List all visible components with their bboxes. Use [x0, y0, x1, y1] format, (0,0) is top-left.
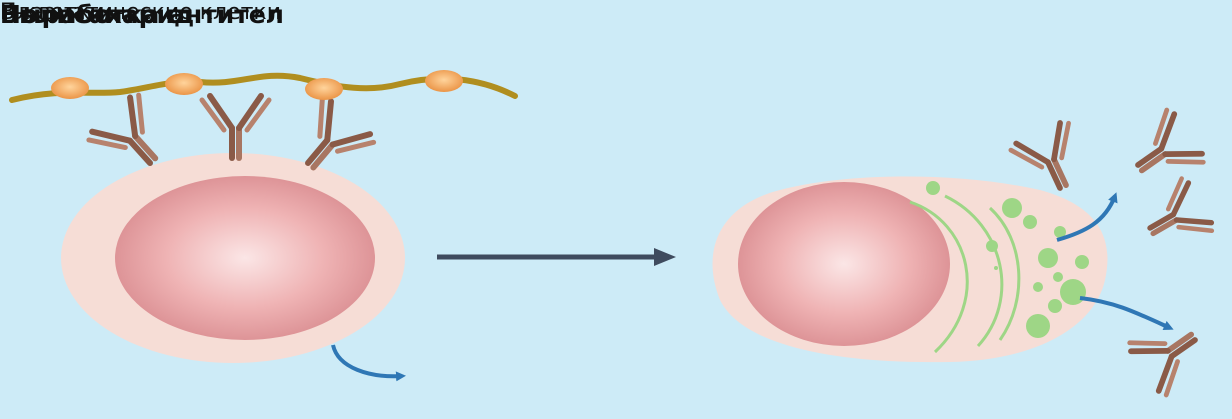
antigen-bead [305, 78, 343, 100]
granule [926, 181, 940, 195]
antigen-bead [51, 77, 89, 99]
secretion-arrow [333, 345, 402, 376]
granule [1033, 282, 1043, 292]
granule [1002, 198, 1022, 218]
granule [986, 240, 998, 252]
granule [1053, 272, 1063, 282]
granule [1048, 299, 1062, 313]
b-cell [61, 153, 405, 363]
granule [1075, 255, 1089, 269]
antibody-icon [1137, 177, 1215, 257]
antibody-icon [1122, 108, 1207, 194]
plasma-cell [713, 177, 1108, 363]
antigen-bead [425, 70, 463, 92]
granule [1038, 248, 1058, 268]
granule [1026, 314, 1050, 338]
b-cell-nucleus [115, 176, 375, 340]
antigen-bead [165, 73, 203, 95]
differentiation-arrow [437, 248, 676, 266]
antibody-icon [202, 96, 269, 158]
antibody-icon [1127, 311, 1212, 397]
granule [1023, 215, 1037, 229]
granule [994, 266, 998, 270]
granule [1060, 279, 1086, 305]
